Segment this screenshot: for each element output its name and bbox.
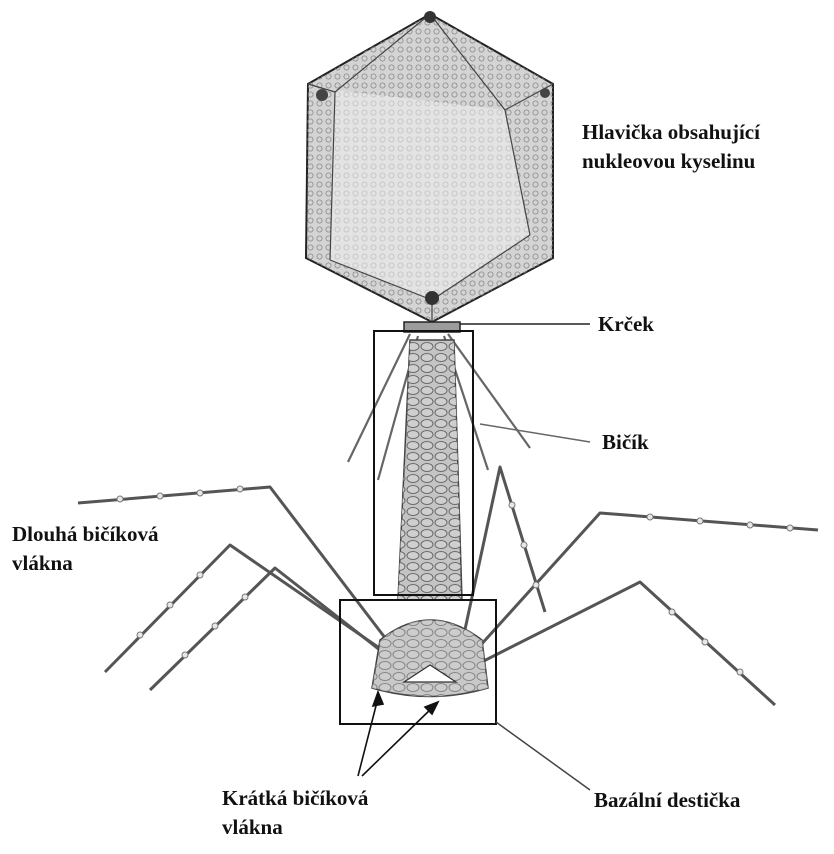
baseplate-label: Bazální destička: [594, 786, 740, 815]
phage-head: [306, 11, 553, 322]
head-label-line2: nukleovou kyselinu: [582, 147, 760, 176]
short-fibers-label: Krátká bičíková vlákna: [222, 784, 368, 842]
long-fibers-line1: Dlouhá bičíková: [12, 520, 158, 549]
long-fibers-line2: vlákna: [12, 549, 158, 578]
tail-label: Bičík: [602, 428, 649, 457]
short-fiber-pointers: [358, 692, 438, 776]
head-label: Hlavička obsahující nukleovou kyselinu: [582, 118, 760, 176]
baseplate-leader: [496, 722, 590, 790]
short-fibers-line1: Krátká bičíková: [222, 784, 368, 813]
long-fibers-label: Dlouhá bičíková vlákna: [12, 520, 158, 578]
phage-tail: [398, 340, 462, 600]
collar-label: Krček: [598, 310, 654, 339]
short-fibers-line2: vlákna: [222, 813, 368, 842]
tail-leader: [480, 424, 590, 442]
phage-baseplate: [372, 620, 488, 697]
head-label-line1: Hlavička obsahující: [582, 118, 760, 147]
